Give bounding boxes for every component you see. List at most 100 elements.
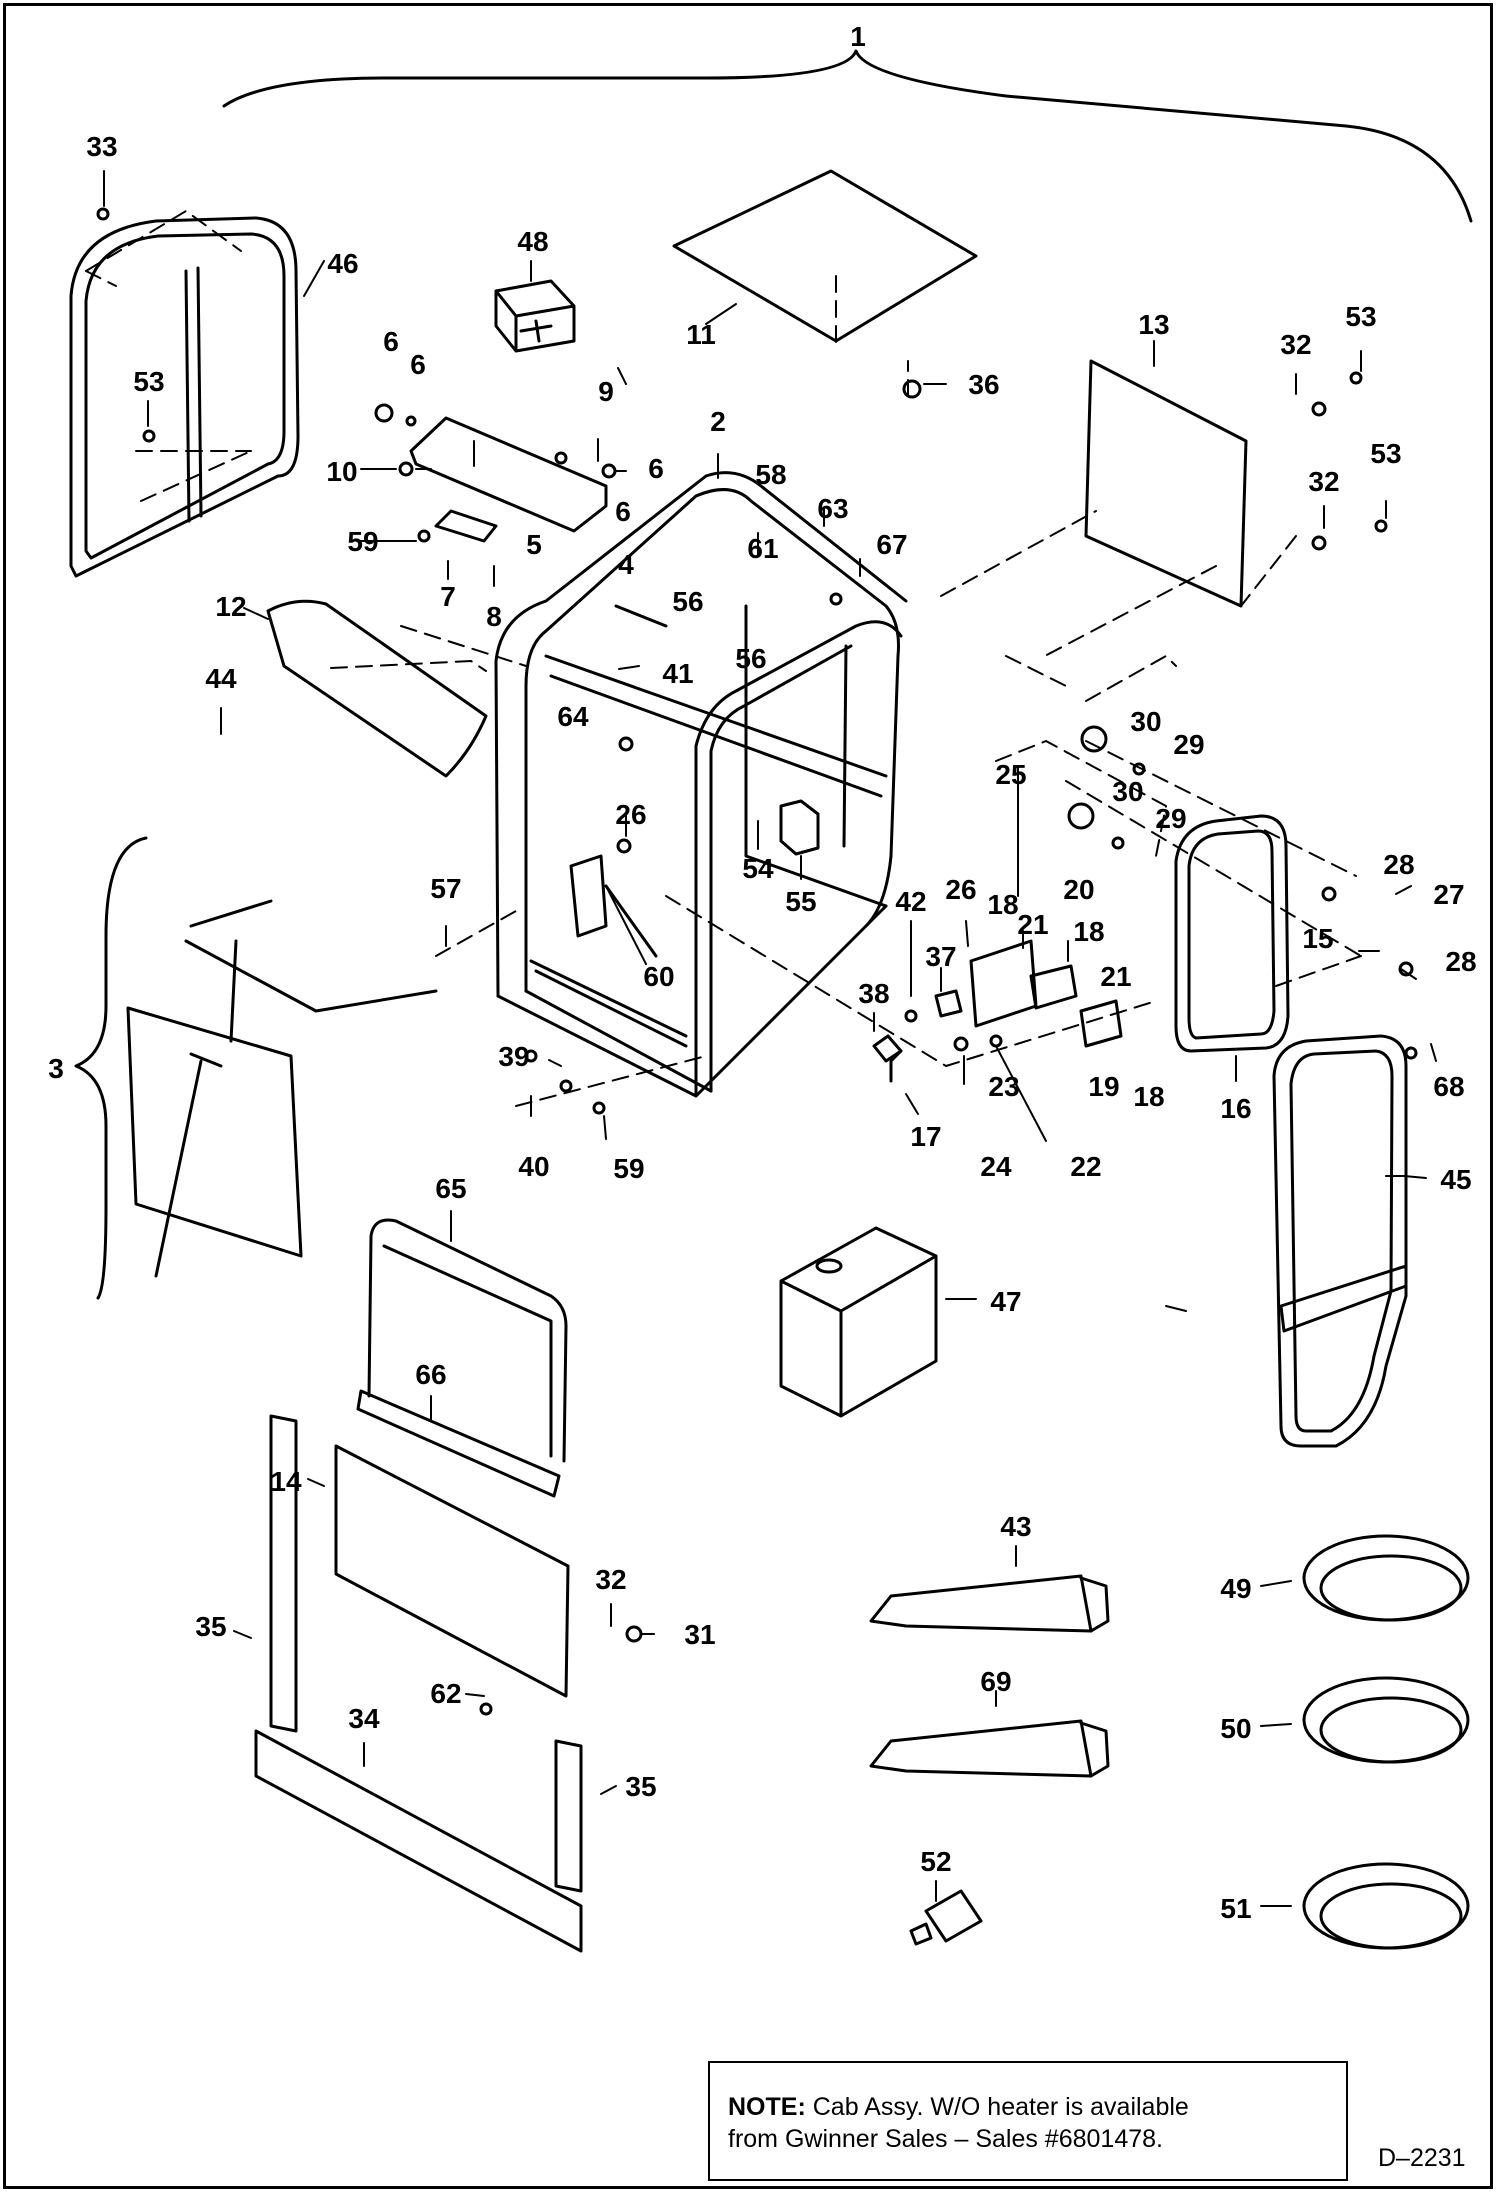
callout-5: 5	[526, 529, 542, 560]
callout-53c: 53	[1370, 438, 1401, 469]
callout-25: 25	[995, 759, 1026, 790]
callout-40: 40	[518, 1151, 549, 1182]
callout-18a: 18	[987, 889, 1018, 920]
callout-31: 31	[684, 1619, 715, 1650]
rear-window-divider-2	[196, 266, 203, 518]
assembly-brace-left	[74, 836, 148, 1300]
sealant-tube-2	[869, 1719, 1093, 1778]
assembly-dashed-lines	[85, 210, 1362, 1107]
callout-30a: 30	[1130, 706, 1161, 737]
cab-frame-left-post	[494, 471, 908, 998]
callout-16: 16	[1220, 1093, 1251, 1124]
latch-plate	[969, 939, 1038, 1028]
callout-60: 60	[643, 961, 674, 992]
assembly-brace-top	[222, 49, 1473, 223]
callout-48: 48	[517, 226, 548, 257]
bottom-trim	[254, 1729, 583, 1953]
callout-10: 10	[326, 456, 357, 487]
callout-66: 66	[415, 1359, 446, 1390]
callout-42: 42	[895, 886, 926, 917]
weatherstrip-coil-2-inner	[1319, 1696, 1463, 1764]
callout-41: 41	[662, 658, 693, 689]
callout-3: 3	[48, 1053, 64, 1084]
callout-68: 68	[1433, 1071, 1464, 1102]
callout-15: 15	[1302, 923, 1333, 954]
plug-part	[909, 1889, 983, 1946]
callout-32a: 32	[1280, 329, 1311, 360]
callout-13: 13	[1138, 309, 1169, 340]
cab-frame-base	[496, 904, 888, 1098]
callout-32c: 32	[595, 1564, 626, 1595]
callout-1: 1	[850, 21, 866, 52]
filter-box-mark	[519, 319, 553, 343]
latch-bracket	[569, 854, 608, 938]
callout-38: 38	[858, 978, 889, 1009]
callout-labels: 1 2 3 4 5 6 6 6 6 7 8 9 10 11 12 13 14 1…	[48, 21, 1476, 1924]
callout-28b: 28	[1445, 946, 1476, 977]
callout-11: 11	[686, 319, 716, 350]
cab-frame-cross-member	[544, 604, 888, 798]
sealant-tube-1-cap	[1079, 1576, 1110, 1633]
callout-69: 69	[980, 1666, 1011, 1697]
mount-bracket	[409, 416, 608, 533]
side-window-glass	[1084, 359, 1248, 608]
weatherstrip-coil-1-inner	[1319, 1554, 1463, 1622]
front-window-glass	[126, 1006, 303, 1258]
callout-29a: 29	[1173, 729, 1204, 760]
callout-59b: 59	[613, 1153, 644, 1184]
tank-cap	[815, 1258, 843, 1274]
callout-21b: 21	[1100, 961, 1131, 992]
seal-strip	[356, 1389, 561, 1498]
callout-24: 24	[980, 1151, 1012, 1182]
callout-28a: 28	[1383, 849, 1414, 880]
weatherstrip-coil-2	[1302, 1676, 1470, 1764]
weatherstrip-coil-1	[1302, 1534, 1470, 1622]
callout-21a: 21	[1017, 909, 1048, 940]
door-window-glass	[1174, 814, 1290, 1053]
cab-frame-front-pillar	[694, 620, 903, 1098]
callout-35a: 35	[195, 1611, 226, 1642]
callout-55: 55	[785, 886, 816, 917]
latch-lever	[889, 1049, 903, 1083]
callout-51: 51	[1220, 1893, 1251, 1924]
callout-29b: 29	[1155, 803, 1186, 834]
door-latch-plate	[1279, 1264, 1408, 1333]
callout-63: 63	[817, 493, 848, 524]
callout-6c: 6	[648, 453, 664, 484]
callout-57: 57	[430, 873, 461, 904]
callout-67: 67	[876, 529, 907, 560]
callout-64: 64	[557, 701, 589, 732]
callout-17: 17	[910, 1121, 941, 1152]
callout-45: 45	[1440, 1164, 1471, 1195]
cab-door-inner	[1289, 1049, 1394, 1433]
callout-56a: 56	[672, 586, 703, 617]
sealant-tube-2-cap	[1079, 1721, 1110, 1778]
callout-19: 19	[1088, 1071, 1119, 1102]
callout-20: 20	[1063, 874, 1094, 905]
exploded-parts-diagram: 1 2 3 4 5 6 6 6 6 7 8 9 10 11 12 13 14 1…	[48, 21, 1477, 1953]
callout-9: 9	[598, 376, 614, 407]
callout-33: 33	[86, 131, 117, 162]
side-strip-left	[269, 1414, 298, 1733]
callout-47: 47	[990, 1286, 1021, 1317]
callout-32b: 32	[1308, 466, 1339, 497]
callout-39: 39	[498, 1041, 529, 1072]
spacer-block	[779, 799, 820, 856]
callout-6a: 6	[383, 326, 399, 357]
latch-rod	[604, 884, 658, 958]
callout-7: 7	[440, 581, 456, 612]
side-strip-right	[554, 1739, 583, 1893]
wiper-arm	[154, 1052, 223, 1278]
callout-56b: 56	[735, 643, 766, 674]
lower-panel	[334, 1444, 570, 1698]
callout-59a: 59	[347, 526, 378, 557]
callout-14: 14	[270, 1466, 302, 1497]
hardware-fasteners	[96, 207, 1418, 1716]
drawing-number: D–2231	[1378, 2144, 1466, 2172]
wiper-linkage	[184, 899, 438, 1043]
cab-frame-door-pillar	[709, 644, 853, 1093]
callout-37: 37	[925, 941, 956, 972]
weatherstrip-coil-3	[1302, 1862, 1470, 1950]
rear-window-seal	[367, 1218, 568, 1463]
callout-6d: 6	[615, 496, 631, 527]
